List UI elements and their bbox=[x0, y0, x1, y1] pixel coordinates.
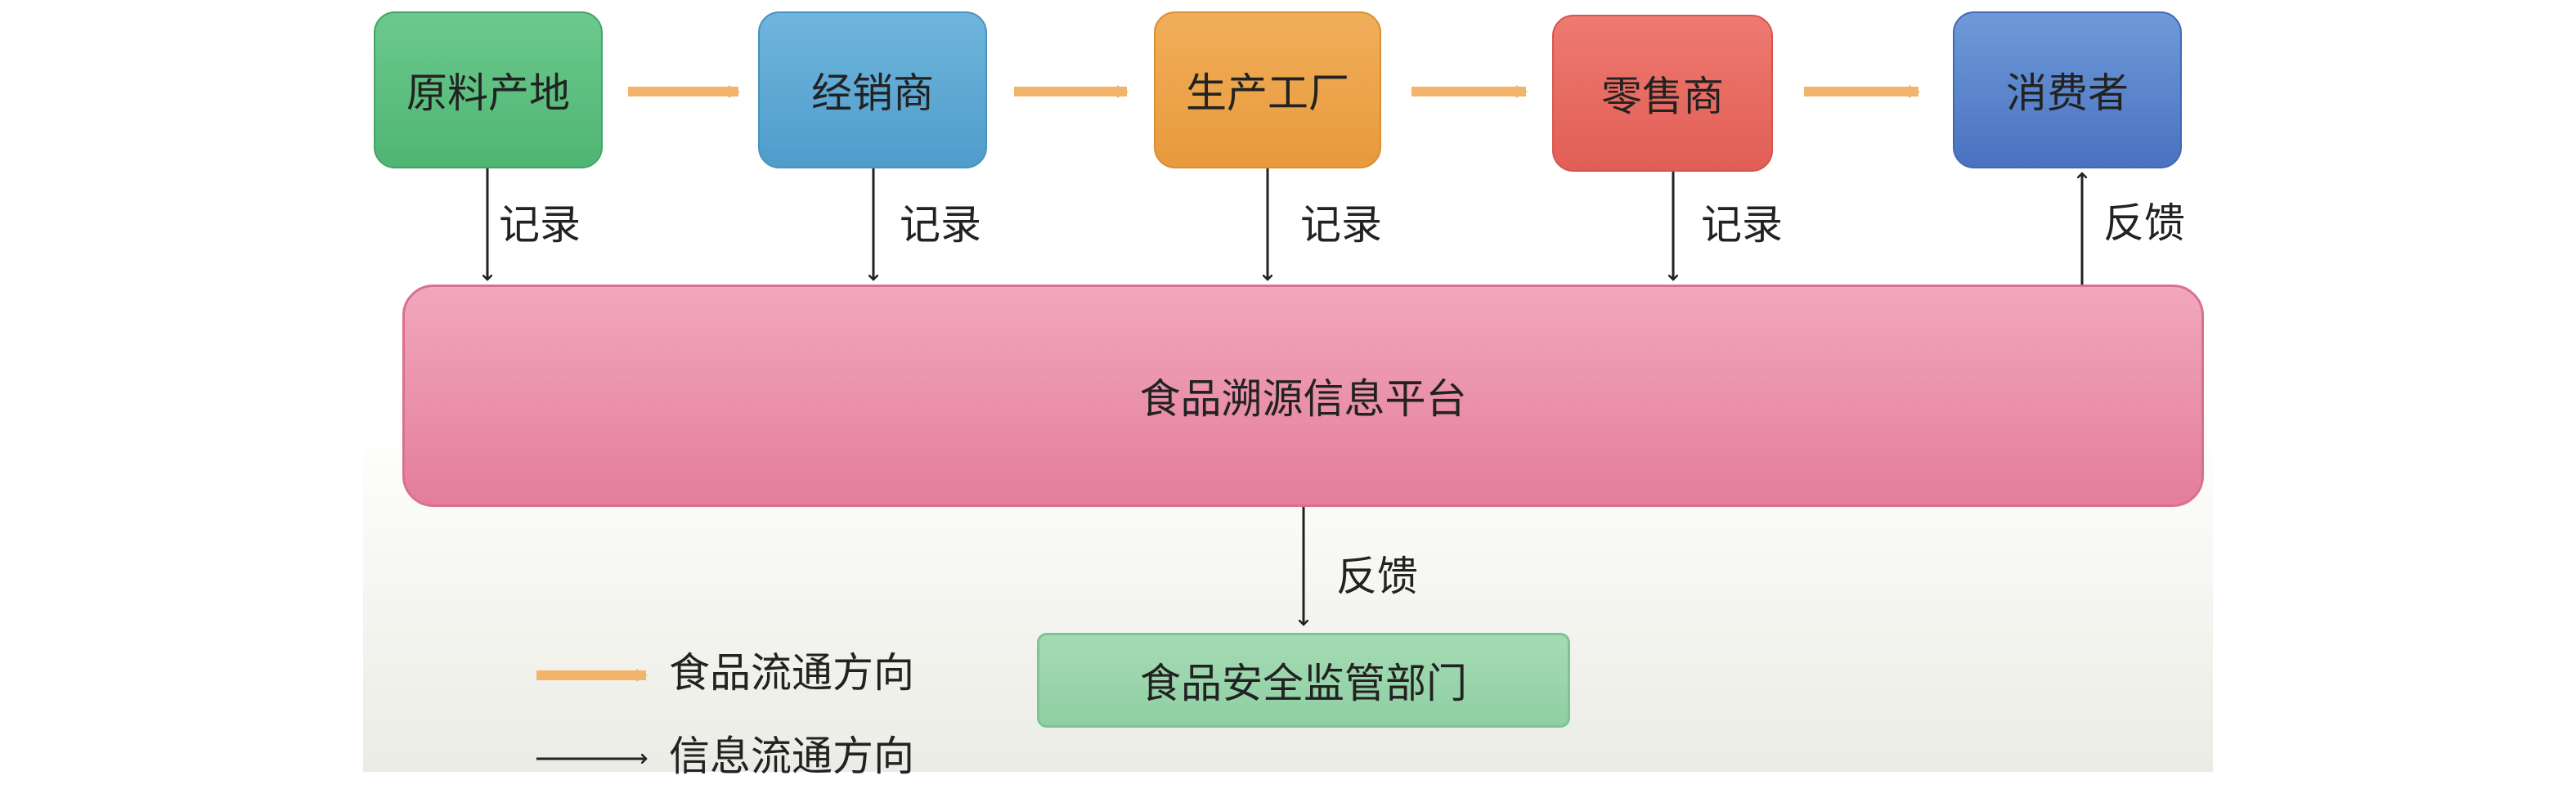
record-label-3: 记录 bbox=[1300, 201, 1382, 249]
node-retailer: 零售商 bbox=[1552, 15, 1773, 172]
record-label-1: 记录 bbox=[499, 201, 581, 249]
node-factory: 生产工厂 bbox=[1154, 11, 1381, 168]
feedback-label-consumer: 反馈 bbox=[2103, 199, 2185, 247]
node-raw-material-origin: 原料产地 bbox=[374, 11, 603, 168]
record-label-2: 记录 bbox=[900, 201, 981, 249]
traceability-platform: 食品溯源信息平台 bbox=[402, 285, 2204, 507]
node-distributor: 经销商 bbox=[758, 11, 987, 168]
node-consumer: 消费者 bbox=[1953, 11, 2182, 168]
feedback-label-regulator: 反馈 bbox=[1336, 553, 1418, 600]
legend-info-flow-label: 信息流通方向 bbox=[669, 733, 914, 780]
legend-food-flow-label: 食品流通方向 bbox=[669, 649, 914, 697]
node-regulator: 食品安全监管部门 bbox=[1037, 633, 1570, 728]
record-label-4: 记录 bbox=[1701, 201, 1783, 249]
